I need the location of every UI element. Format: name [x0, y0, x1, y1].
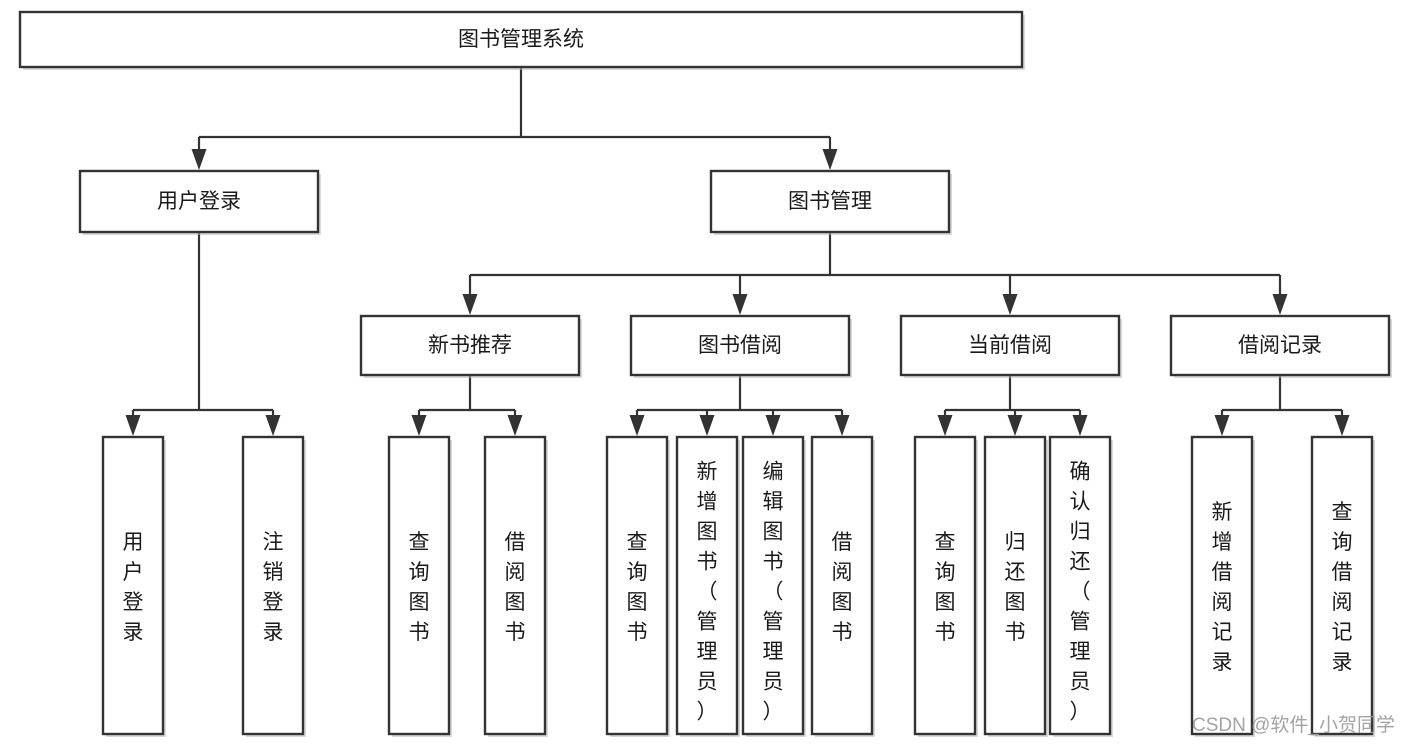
node-label-leaf-cur-confirm: 确认归还（管理员）	[1070, 460, 1091, 723]
node-box-leaf-borrow-edit[interactable]	[741, 435, 805, 736]
node-label-new-book-rec: 新书推荐	[428, 334, 512, 357]
arrowhead-leaf-rec-query	[411, 415, 427, 436]
arrowhead-leaf-cur-return	[1007, 415, 1023, 436]
node-label-current-borrow: 当前借阅	[968, 334, 1052, 357]
node-leaf-cur-query[interactable]: 查询图书	[913, 435, 978, 737]
node-box-current-borrow[interactable]	[899, 314, 1121, 377]
node-label-leaf-user-logout: 注销登录	[263, 531, 284, 644]
arrowhead-user-login	[191, 149, 207, 170]
node-box-leaf-rec-add[interactable]	[1190, 435, 1254, 736]
arrowhead-leaf-borrow-add	[699, 415, 715, 436]
node-leaf-user-logout[interactable]: 注销登录	[241, 435, 306, 737]
node-box-leaf-rec-borrow[interactable]	[483, 435, 547, 736]
node-label-leaf-cur-query: 查询图书	[935, 531, 956, 644]
arrowhead-leaf-user-login	[125, 415, 141, 436]
node-label-leaf-rec-query: 查询图书	[409, 531, 430, 644]
node-box-new-book-rec[interactable]	[359, 314, 581, 377]
edge-group-user-login	[125, 232, 281, 436]
arrowhead-leaf-rec-add	[1214, 415, 1230, 436]
node-box-leaf-borrow-add[interactable]	[675, 435, 739, 736]
node-box-borrow-record[interactable]	[1169, 314, 1391, 377]
node-leaf-borrow-edit[interactable]: 编辑图书（管理员）	[741, 435, 806, 737]
arrowhead-borrow-record	[1272, 294, 1288, 315]
csdn-watermark: CSDN @软件_小贺同学	[1192, 714, 1395, 736]
node-leaf-rec-add[interactable]: 新增借阅记录	[1190, 435, 1255, 737]
node-label-leaf-rec-add: 新增借阅记录	[1212, 501, 1233, 674]
node-book-borrow[interactable]: 图书借阅	[629, 314, 852, 378]
node-leaf-borrow-add[interactable]: 新增图书（管理员）	[675, 435, 740, 737]
node-box-leaf-user-login[interactable]	[101, 435, 165, 736]
node-current-borrow[interactable]: 当前借阅	[899, 314, 1122, 378]
arrowhead-new-book-rec	[462, 294, 478, 315]
node-label-leaf-borrow-edit: 编辑图书（管理员）	[763, 460, 784, 723]
arrowhead-book-manage	[822, 149, 838, 170]
node-label-leaf-cur-return: 归还图书	[1005, 531, 1026, 644]
edge-group-new-book-rec	[411, 375, 523, 436]
node-leaf-borrow-query[interactable]: 查询图书	[605, 435, 670, 737]
node-book-manage[interactable]: 图书管理	[709, 169, 952, 235]
node-label-book-manage: 图书管理	[788, 190, 872, 213]
node-label-leaf-rec-search: 查询借阅记录	[1332, 501, 1353, 674]
edge-group-root	[191, 67, 838, 170]
node-box-leaf-rec-search[interactable]	[1310, 435, 1374, 736]
node-new-book-rec[interactable]: 新书推荐	[359, 314, 582, 378]
edge-group-book-borrow	[629, 375, 850, 436]
node-box-leaf-borrow-query[interactable]	[605, 435, 669, 736]
node-label-leaf-rec-borrow: 借阅图书	[505, 531, 526, 644]
node-label-leaf-borrow-add: 新增图书（管理员）	[697, 460, 718, 723]
arrowhead-leaf-borrow-lend	[834, 415, 850, 436]
node-box-leaf-rec-query[interactable]	[387, 435, 451, 736]
node-label-book-borrow: 图书借阅	[698, 334, 782, 357]
edge-group-borrow-record	[1214, 375, 1350, 436]
node-label-user-login: 用户登录	[157, 190, 241, 213]
arrowhead-leaf-rec-search	[1334, 415, 1350, 436]
arrowhead-book-borrow	[732, 294, 748, 315]
node-layer: 图书管理系统用户登录图书管理新书推荐图书借阅当前借阅借阅记录用户登录注销登录查询…	[18, 10, 1392, 737]
node-box-root[interactable]	[18, 10, 1024, 69]
node-leaf-rec-query[interactable]: 查询图书	[387, 435, 452, 737]
edge-group-book-manage	[462, 232, 1288, 315]
arrowhead-leaf-rec-borrow	[507, 415, 523, 436]
node-label-leaf-borrow-lend: 借阅图书	[832, 531, 853, 644]
connector-layer	[125, 67, 1350, 436]
node-box-leaf-borrow-lend[interactable]	[810, 435, 874, 736]
node-root[interactable]: 图书管理系统	[18, 10, 1025, 70]
node-leaf-cur-confirm[interactable]: 确认归还（管理员）	[1048, 435, 1113, 737]
arrowhead-leaf-cur-confirm	[1072, 415, 1088, 436]
arrowhead-leaf-user-logout	[265, 415, 281, 436]
edge-group-current-borrow	[937, 375, 1088, 436]
node-label-borrow-record: 借阅记录	[1238, 334, 1322, 357]
node-label-leaf-user-login: 用户登录	[123, 531, 144, 644]
node-label-root: 图书管理系统	[458, 28, 584, 51]
node-leaf-borrow-lend[interactable]: 借阅图书	[810, 435, 875, 737]
node-borrow-record[interactable]: 借阅记录	[1169, 314, 1392, 378]
node-user-login[interactable]: 用户登录	[78, 169, 321, 235]
arrowhead-current-borrow	[1002, 294, 1018, 315]
arrowhead-leaf-borrow-edit	[765, 415, 781, 436]
node-box-book-borrow[interactable]	[629, 314, 851, 377]
node-box-leaf-user-logout[interactable]	[241, 435, 305, 736]
arrowhead-leaf-borrow-query	[629, 415, 645, 436]
node-box-book-manage[interactable]	[709, 169, 951, 234]
node-leaf-rec-search[interactable]: 查询借阅记录	[1310, 435, 1375, 737]
node-box-leaf-cur-query[interactable]	[913, 435, 977, 736]
node-leaf-user-login[interactable]: 用户登录	[101, 435, 166, 737]
node-box-user-login[interactable]	[78, 169, 320, 234]
node-label-leaf-borrow-query: 查询图书	[627, 531, 648, 644]
node-leaf-rec-borrow[interactable]: 借阅图书	[483, 435, 548, 737]
node-box-leaf-cur-confirm[interactable]	[1048, 435, 1112, 736]
arrowhead-leaf-cur-query	[937, 415, 953, 436]
node-leaf-cur-return[interactable]: 归还图书	[983, 435, 1048, 737]
node-box-leaf-cur-return[interactable]	[983, 435, 1047, 736]
